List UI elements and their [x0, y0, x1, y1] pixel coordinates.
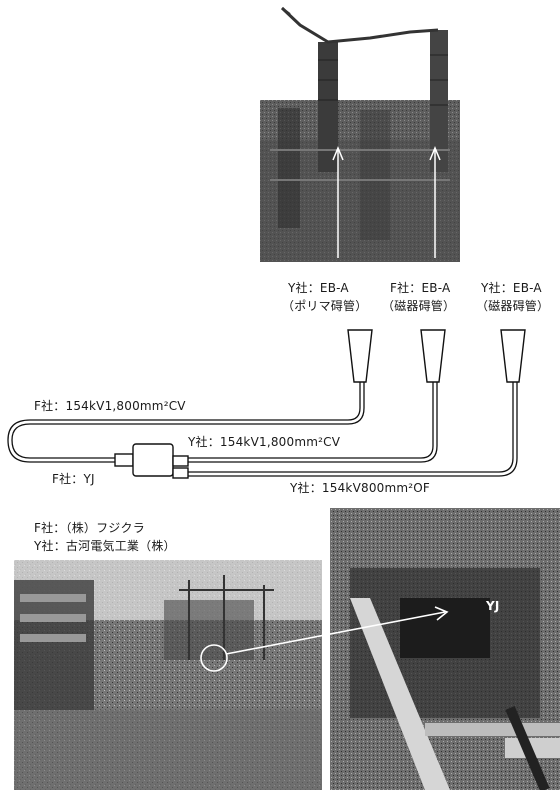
pointer-arrow [0, 0, 560, 790]
